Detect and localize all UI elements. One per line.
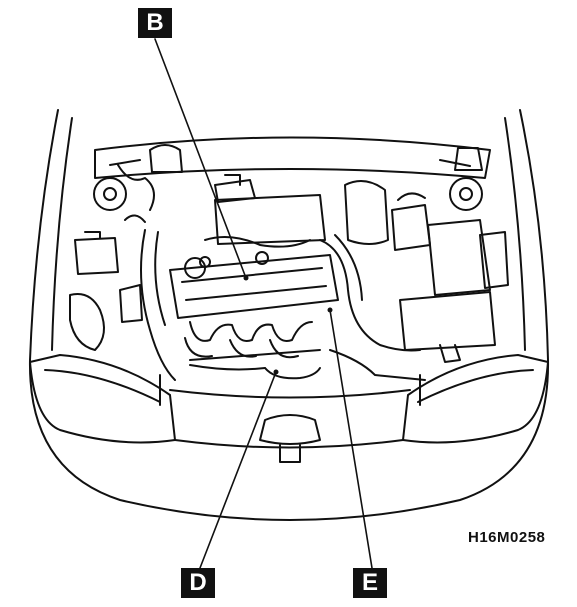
callout-label-b: B <box>138 8 172 38</box>
headlight-left <box>29 354 176 444</box>
cowl-parts <box>117 144 483 211</box>
figure-code: H16M0258 <box>468 529 546 546</box>
strut-tower-left <box>93 177 127 211</box>
leader-lines <box>154 38 373 569</box>
callout-label-d: D <box>181 568 215 598</box>
intake-manifold <box>184 321 321 361</box>
engine-head-cover <box>169 251 339 319</box>
air-intake-box <box>214 174 326 245</box>
radiator-support <box>159 374 421 463</box>
leader-endpoints <box>243 275 333 375</box>
strut-tower-right <box>449 177 483 211</box>
leader-line-e <box>329 309 373 569</box>
callout-label-e: E <box>353 568 387 598</box>
car-body-outline <box>28 109 550 521</box>
leader-line-d <box>199 371 277 569</box>
headlight-right <box>402 354 549 444</box>
right-components <box>344 180 509 363</box>
left-components <box>69 214 146 351</box>
hoses-and-harnesses <box>140 229 426 381</box>
leader-line-b <box>154 38 247 279</box>
radiator-hose <box>264 367 321 380</box>
